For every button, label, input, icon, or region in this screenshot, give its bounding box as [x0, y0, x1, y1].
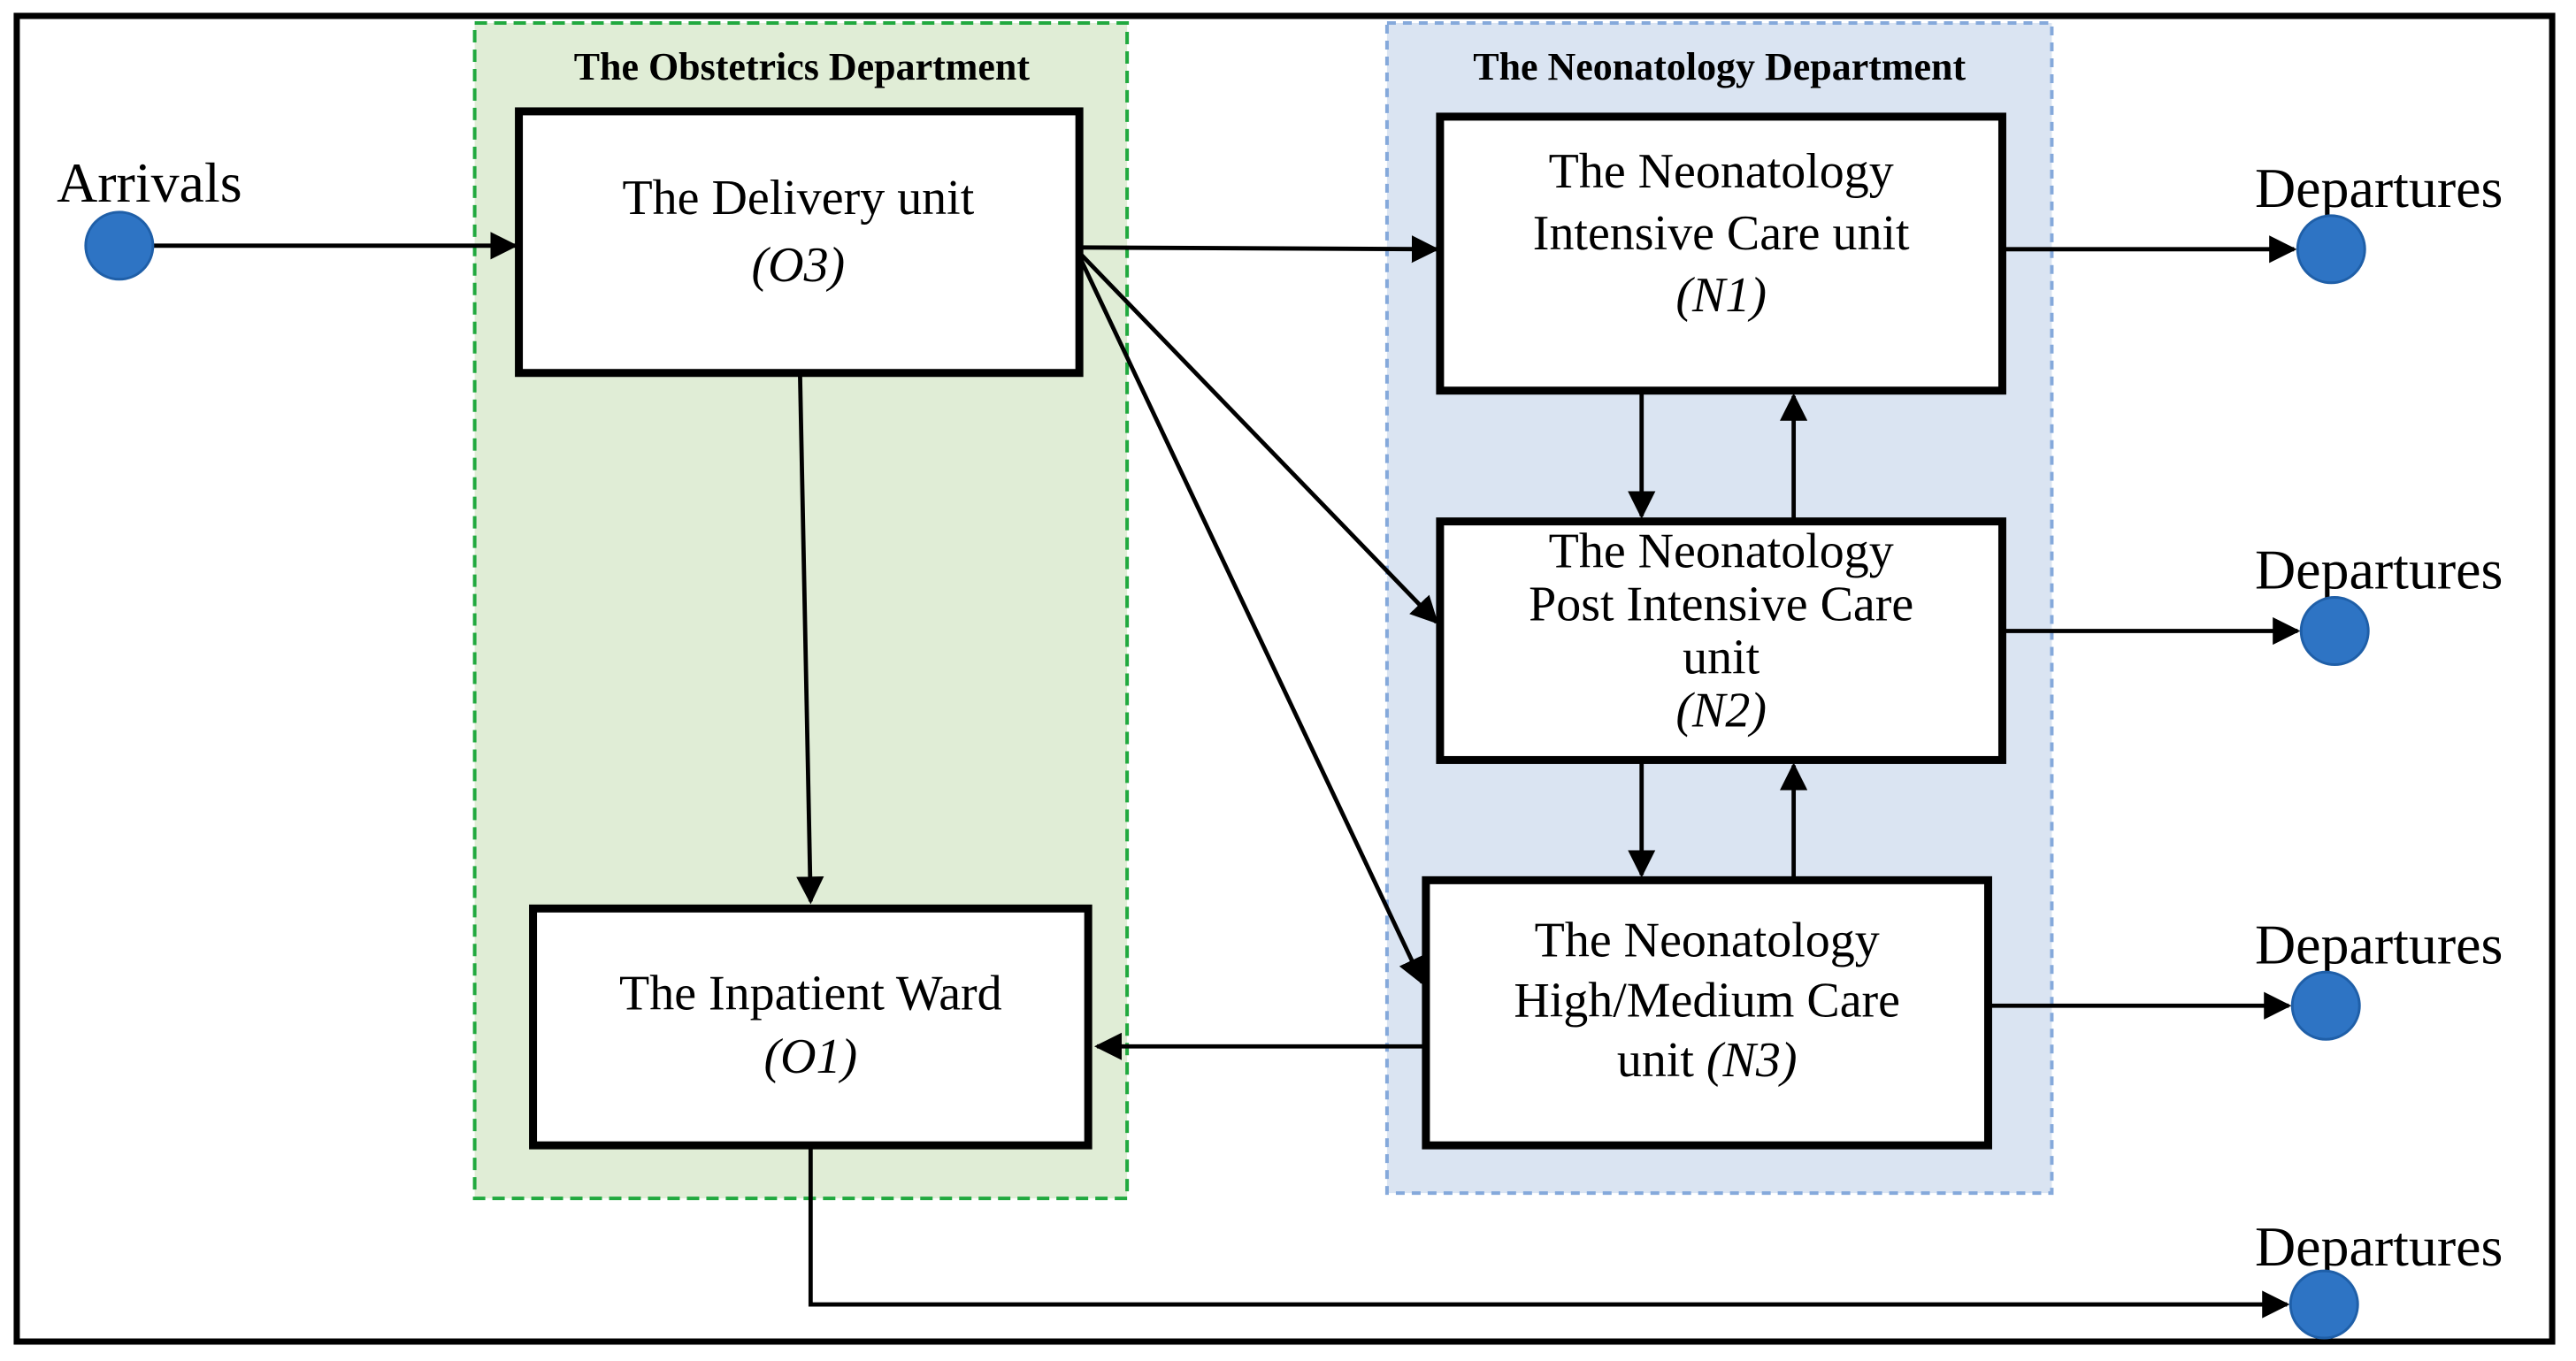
- post-intensive-label-line3: unit: [1683, 631, 1760, 685]
- obstetrics-department-title: The Obstetrics Department: [574, 45, 1031, 88]
- arrow-delivery-to-high-medium-care: [1077, 255, 1425, 986]
- departures-label-2: Departures: [2255, 539, 2503, 601]
- arrow-delivery-to-post-intensive-care: [1077, 251, 1439, 624]
- node-delivery-unit-box: [515, 107, 1084, 378]
- arrivals-label: Arrivals: [57, 151, 242, 214]
- figure-border: [13, 12, 2556, 1345]
- departure-circle-2: [2299, 596, 2370, 667]
- high-medium-label-line2: High/Medium Care: [1514, 973, 1900, 1028]
- delivery-unit-label: The Delivery unit: [622, 171, 974, 226]
- post-intensive-label-line1: The Neonatology: [1549, 524, 1894, 579]
- node-high-medium-care-box: [1422, 875, 1992, 1150]
- delivery-unit-code: (O3): [752, 238, 846, 293]
- departures-label-3: Departures: [2255, 913, 2503, 975]
- intensive-care-label-line2: Intensive Care unit: [1533, 206, 1910, 261]
- post-intensive-label-line2: Post Intensive Care: [1529, 577, 1913, 632]
- departure-circle-1: [2296, 214, 2366, 285]
- node-post-intensive-care-box: [1436, 517, 2006, 764]
- neonatology-department-title: The Neonatology Department: [1473, 45, 1966, 88]
- departures-label-1: Departures: [2255, 157, 2503, 219]
- post-intensive-code: (N2): [1675, 683, 1767, 738]
- departure-circle-3: [2290, 970, 2361, 1041]
- arrivals-node-circle: [84, 210, 155, 281]
- intensive-care-code: (N1): [1675, 268, 1767, 323]
- node-intensive-care-box: [1436, 112, 2006, 395]
- departure-circle-4: [2288, 1269, 2359, 1340]
- high-medium-label-line3: unit(N3): [1617, 1033, 1798, 1088]
- inpatient-ward-code: (O1): [764, 1029, 858, 1084]
- arrow-delivery-to-inpatient-ward: [796, 372, 824, 905]
- node-inpatient-ward-box: [529, 904, 1092, 1150]
- inpatient-ward-label: The Inpatient Ward: [619, 966, 1002, 1021]
- intensive-care-label-line1: The Neonatology: [1549, 144, 1894, 199]
- high-medium-label-line1: The Neonatology: [1535, 913, 1880, 967]
- departures-label-4: Departures: [2255, 1215, 2503, 1278]
- arrow-delivery-to-intensive-care: [1079, 235, 1440, 264]
- arrow-inpatient-ward-to-departure: [808, 1145, 2290, 1319]
